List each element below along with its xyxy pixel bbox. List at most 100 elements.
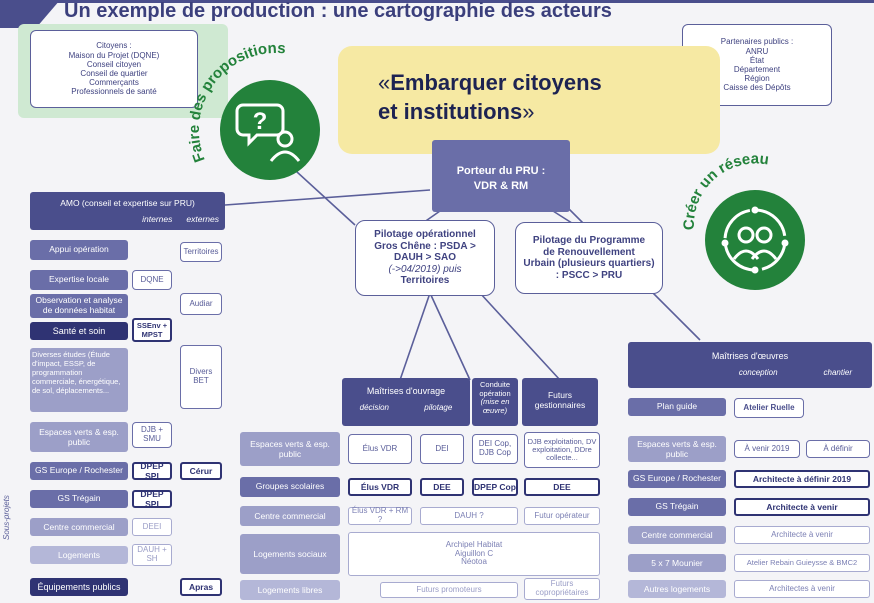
amo-internes: internes (142, 214, 173, 224)
citoyens-heading: Citoyens : (96, 41, 132, 51)
maitrises-oeuvres-header: Maîtrises d'œuvres conception chantier (628, 342, 872, 388)
center-row-label: Logements sociaux (240, 534, 340, 574)
pilotage-op-line: Gros Chêne : PSDA > (374, 240, 476, 252)
amo-row-label: Diverses études (Étude d'impact, ESSP, d… (30, 348, 128, 412)
partenaire-item: Caisse des Dépôts (723, 83, 791, 93)
center-cell: DEI (420, 434, 464, 464)
amo-row-value: SSEnv + MPST (132, 318, 172, 342)
subproject-amo: Cérur (180, 462, 222, 480)
porteur-line1: Porteur du PRU : (456, 165, 546, 177)
mo-title: Maîtrises d'ouvrage (366, 386, 446, 396)
moe-cell: Architectes à venir (734, 580, 870, 598)
callout-line1: «Embarquer citoyens (378, 70, 602, 95)
bailleur-item: Aiguillon C (454, 548, 494, 558)
subproject-moa: DPEP SPI (132, 461, 172, 481)
moe-cell: À venir 2019 (734, 440, 800, 458)
amo-row-label: Observation et analyse de données habita… (30, 294, 128, 318)
amo-row-value: Audiar (180, 293, 222, 315)
network-people-icon (705, 190, 805, 290)
subproject-moa: DPEP SPI (132, 489, 172, 509)
moe-conception: conception (738, 368, 778, 377)
citoyens-item: Commerçants (89, 78, 139, 88)
partenaire-item: Département (733, 65, 781, 74)
center-cell: DJB exploitation, DV exploitation, DDre … (524, 432, 600, 468)
center-cell: Élus VDR (348, 434, 412, 464)
amo-row-label: Expertise locale (30, 270, 128, 290)
subproject-label: GS Europe / Rochester (30, 462, 128, 480)
moe-row-label: GS Trégain (628, 498, 726, 516)
pilotage-op-line: DAUH > SAO (394, 252, 456, 264)
center-cell: DPEP Cop (472, 478, 518, 496)
citoyens-card: Citoyens : Maison du Projet (DQNE) Conse… (30, 30, 198, 108)
partenaire-item: Région (744, 74, 770, 84)
subproject-label: Centre commercial (30, 518, 128, 536)
center-row-label: Logements libres (240, 580, 340, 600)
partenaires-heading: Partenaires publics : (720, 37, 794, 47)
partenaire-item: État (749, 55, 765, 65)
moe-row-label: Autres logements (628, 580, 726, 598)
partenaire-item: ANRU (745, 46, 769, 56)
moe-row-label: Centre commercial (628, 526, 726, 544)
moe-cell: Atelier Rebain Guieysse & BMC2 (734, 554, 870, 572)
pilotage-operationnel: Pilotage opérationnel Gros Chêne : PSDA … (355, 220, 495, 296)
center-cell: Futur opérateur (524, 507, 600, 525)
center-cell: DEI Cop, DJB Cop (472, 434, 518, 464)
subproject-moa: DJB + SMU (132, 422, 172, 448)
subproject-label: GS Trégain (30, 490, 128, 508)
moe-row-label: Espaces verts & esp. public (628, 436, 726, 462)
center-row-label: Centre commercial (240, 506, 340, 526)
pilotage-prog-line: de Renouvellement (543, 246, 635, 258)
mo-pilotage: pilotage (424, 403, 453, 412)
center-cell: DAUH ? (420, 507, 518, 525)
top-bar (0, 0, 874, 3)
subproject-label: Équipements publics (30, 578, 128, 596)
question-speech-icon: ? (220, 80, 320, 180)
callout-line2: et institutions» (378, 99, 535, 124)
porteur-box: Porteur du PRU : VDR & RM (432, 140, 570, 212)
center-cell: Élus VDR + RM ? (348, 506, 412, 525)
amo-row-value: Divers BET (180, 345, 222, 409)
moe-chantier: chantier (823, 368, 852, 377)
futurs-gestionnaires-header: Futurs gestionnaires (522, 378, 598, 426)
pilotage-op-line: (->04/2019) puis (388, 263, 462, 275)
moe-row-label: 5 x 7 Mounier (628, 554, 726, 572)
conduite-header: Conduite opération (mise en œuvre) (472, 378, 518, 426)
amo-header: AMO (conseil et expertise sur PRU) inter… (30, 192, 225, 230)
moe-row-label: GS Europe / Rochester (628, 470, 726, 488)
conduite-line: (mise en (480, 397, 510, 407)
citoyens-item: Professionnels de santé (71, 87, 157, 97)
amo-externes: externes (186, 214, 219, 224)
center-row-label: Espaces verts & esp. public (240, 432, 340, 466)
sous-projets-label: Sous-projets (2, 495, 11, 540)
pilotage-prog-line: Pilotage du Programme (532, 235, 646, 246)
moe-cell: Architecte à définir 2019 (734, 470, 870, 488)
moe-cell: Architecte à venir (734, 498, 870, 516)
moe-title: Maîtrises d'œuvres (711, 351, 789, 361)
conduite-line: opération (479, 388, 511, 398)
subproject-moa: DAUH + SH (132, 544, 172, 566)
amo-title: AMO (conseil et expertise sur PRU) (60, 198, 195, 208)
center-cell: Futurs copropriétaires (524, 578, 600, 600)
center-cell: Élus VDR (348, 478, 412, 496)
callout-box (338, 46, 720, 154)
pilotage-prog-line: : PSCC > PRU (555, 269, 623, 281)
center-cell: Futurs promoteurs (380, 582, 518, 598)
pilotage-programme: Pilotage du Programme de Renouvellement … (515, 222, 663, 294)
center-cell: DEE (420, 478, 464, 496)
citoyens-item: Conseil citoyen (86, 59, 142, 69)
mo-decision: décision (359, 403, 389, 412)
bailleur-item: Néotoa (461, 557, 487, 567)
subproject-label: Logements (30, 546, 128, 564)
page-title: Un exemple de production : une cartograp… (64, 0, 612, 22)
subproject-amo: Apras (180, 578, 222, 596)
conduite-line: œuvre) (482, 405, 508, 415)
futurs-gest-line: Futurs (547, 390, 573, 400)
center-row-label: Groupes scolaires (240, 477, 340, 497)
subproject-moa: DEEI (132, 518, 172, 536)
maitrises-ouvrage-header: Maîtrises d'ouvrage décision pilotage (342, 378, 470, 426)
conduite-line: Conduite (479, 380, 511, 389)
amo-row-label: Santé et soin (30, 322, 128, 340)
pilotage-prog-line: Urbain (plusieurs quartiers) (523, 258, 655, 269)
pilotage-op-line: Territoires (400, 275, 450, 287)
moe-cell: À définir (806, 440, 870, 458)
